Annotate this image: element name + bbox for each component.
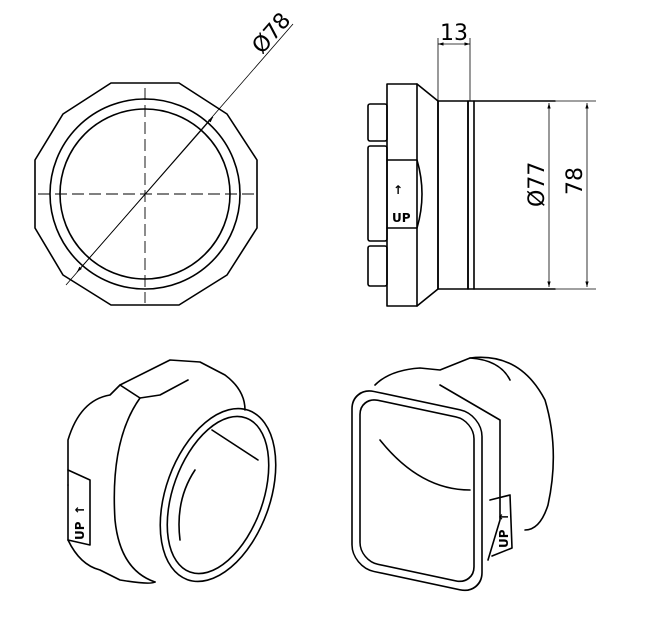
- isometric-view-front: UP ↑: [351, 356, 555, 592]
- outer-diameter-label: Ø78: [248, 8, 297, 59]
- iso-left-inner-curve: [178, 469, 196, 541]
- front-outer-octagon: [34, 82, 258, 306]
- iso-right-spigot: [374, 356, 555, 531]
- iso-left-up-label: UP: [73, 521, 87, 540]
- iso-right-up-label: UP: [497, 529, 511, 548]
- rear-tab-bottom: [367, 245, 388, 287]
- iso-left-spigot-inner: [166, 415, 270, 575]
- bead: [467, 100, 475, 290]
- diameter-arrows: [76, 116, 214, 273]
- isometric-view-rear: UP ↑: [67, 359, 277, 584]
- iso-right-side-band: [439, 384, 501, 561]
- up-label: UP: [392, 211, 411, 225]
- iso-left-up-panel: [67, 469, 91, 546]
- iso-left-up-arrow-icon: ↑: [73, 505, 87, 515]
- spigot-height-label: 78: [563, 167, 588, 195]
- iso-right-up-panel: [489, 494, 513, 557]
- up-arrow-icon: ↑: [393, 183, 403, 197]
- iso-left-body-bottom: [67, 484, 156, 584]
- iso-left-facet: [119, 379, 189, 399]
- collar-width-label: 13: [440, 21, 468, 46]
- iso-right-bead: [469, 357, 511, 381]
- iso-right-up-arrow-icon: ↑: [497, 512, 511, 522]
- neck: [437, 100, 469, 290]
- iso-left-rib-1: [211, 429, 259, 461]
- side-view: ↑ UP 13 Ø77 78: [367, 21, 596, 307]
- spigot-diameter-label: Ø77: [525, 162, 550, 207]
- iso-right-square-inner: [359, 399, 475, 583]
- up-label-panel: [386, 159, 423, 229]
- chamfer: [416, 83, 439, 307]
- front-view: Ø78: [34, 8, 297, 306]
- rear-tab-top: [367, 103, 388, 142]
- iso-right-inner-curve: [379, 439, 471, 491]
- iso-left-spigot-outer: [159, 407, 277, 583]
- collar: [386, 83, 418, 307]
- rear-tab-middle: [367, 145, 388, 242]
- iso-right-square-outer: [351, 390, 483, 592]
- iso-left-collar: [113, 397, 156, 583]
